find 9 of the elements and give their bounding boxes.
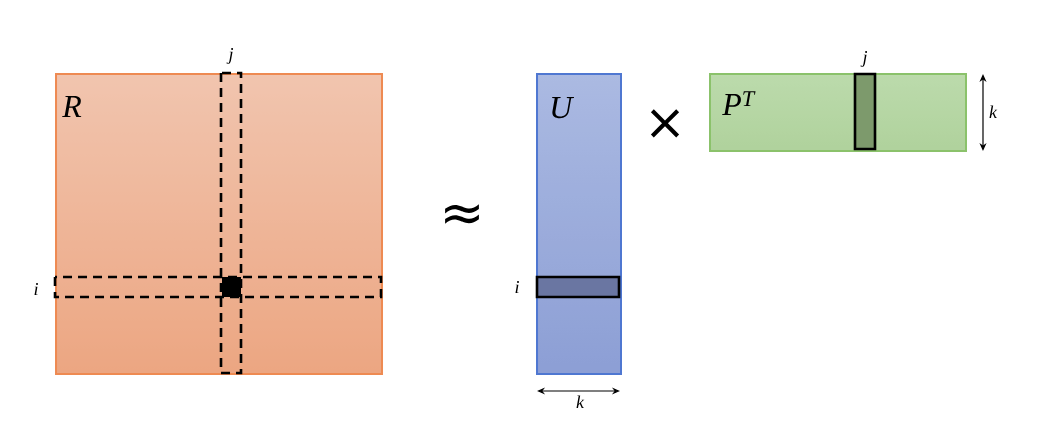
matrix-box: R <box>55 73 383 375</box>
approx-sign: ≈ <box>445 204 479 224</box>
matrix-box: P$^{T}$ <box>709 73 967 152</box>
index-label: i <box>34 283 38 295</box>
dimension-label: k <box>576 395 585 408</box>
index-label: i <box>515 281 519 293</box>
matrix-box: U <box>536 73 622 375</box>
times-sign: × <box>650 109 680 138</box>
dimension-label: k <box>989 105 998 118</box>
